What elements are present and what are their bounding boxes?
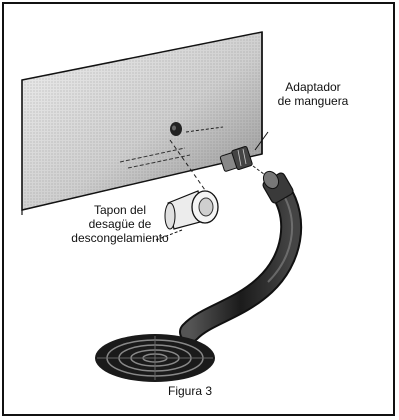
drain-plug-label-line-1: Tapon del xyxy=(93,203,147,217)
hose-adapter-label: Adaptador de manguera xyxy=(268,80,358,108)
drain-plug-label: Tapon del desagüe de descongelamiento xyxy=(60,203,180,245)
defrost-drain-plug xyxy=(164,190,219,230)
floor-drain xyxy=(95,334,215,382)
drain-hose xyxy=(179,170,303,343)
hose-adapter-label-line-2: de manguera xyxy=(277,94,349,108)
hose-guide-line xyxy=(252,165,273,181)
hose-adapter-label-line-1: Adaptador xyxy=(285,80,341,94)
drain-hole xyxy=(170,122,224,136)
panel-groove xyxy=(119,147,191,169)
plug-guide-line xyxy=(169,139,206,191)
drain-plug-label-line-3: descongelamiento xyxy=(71,231,169,245)
adapter-label-leader xyxy=(254,131,269,151)
hose-adapter xyxy=(219,146,253,172)
figure-caption: Figura 3 xyxy=(167,384,213,398)
appliance-panel xyxy=(21,31,263,215)
drain-plug-label-line-2: desagüe de xyxy=(88,217,152,231)
